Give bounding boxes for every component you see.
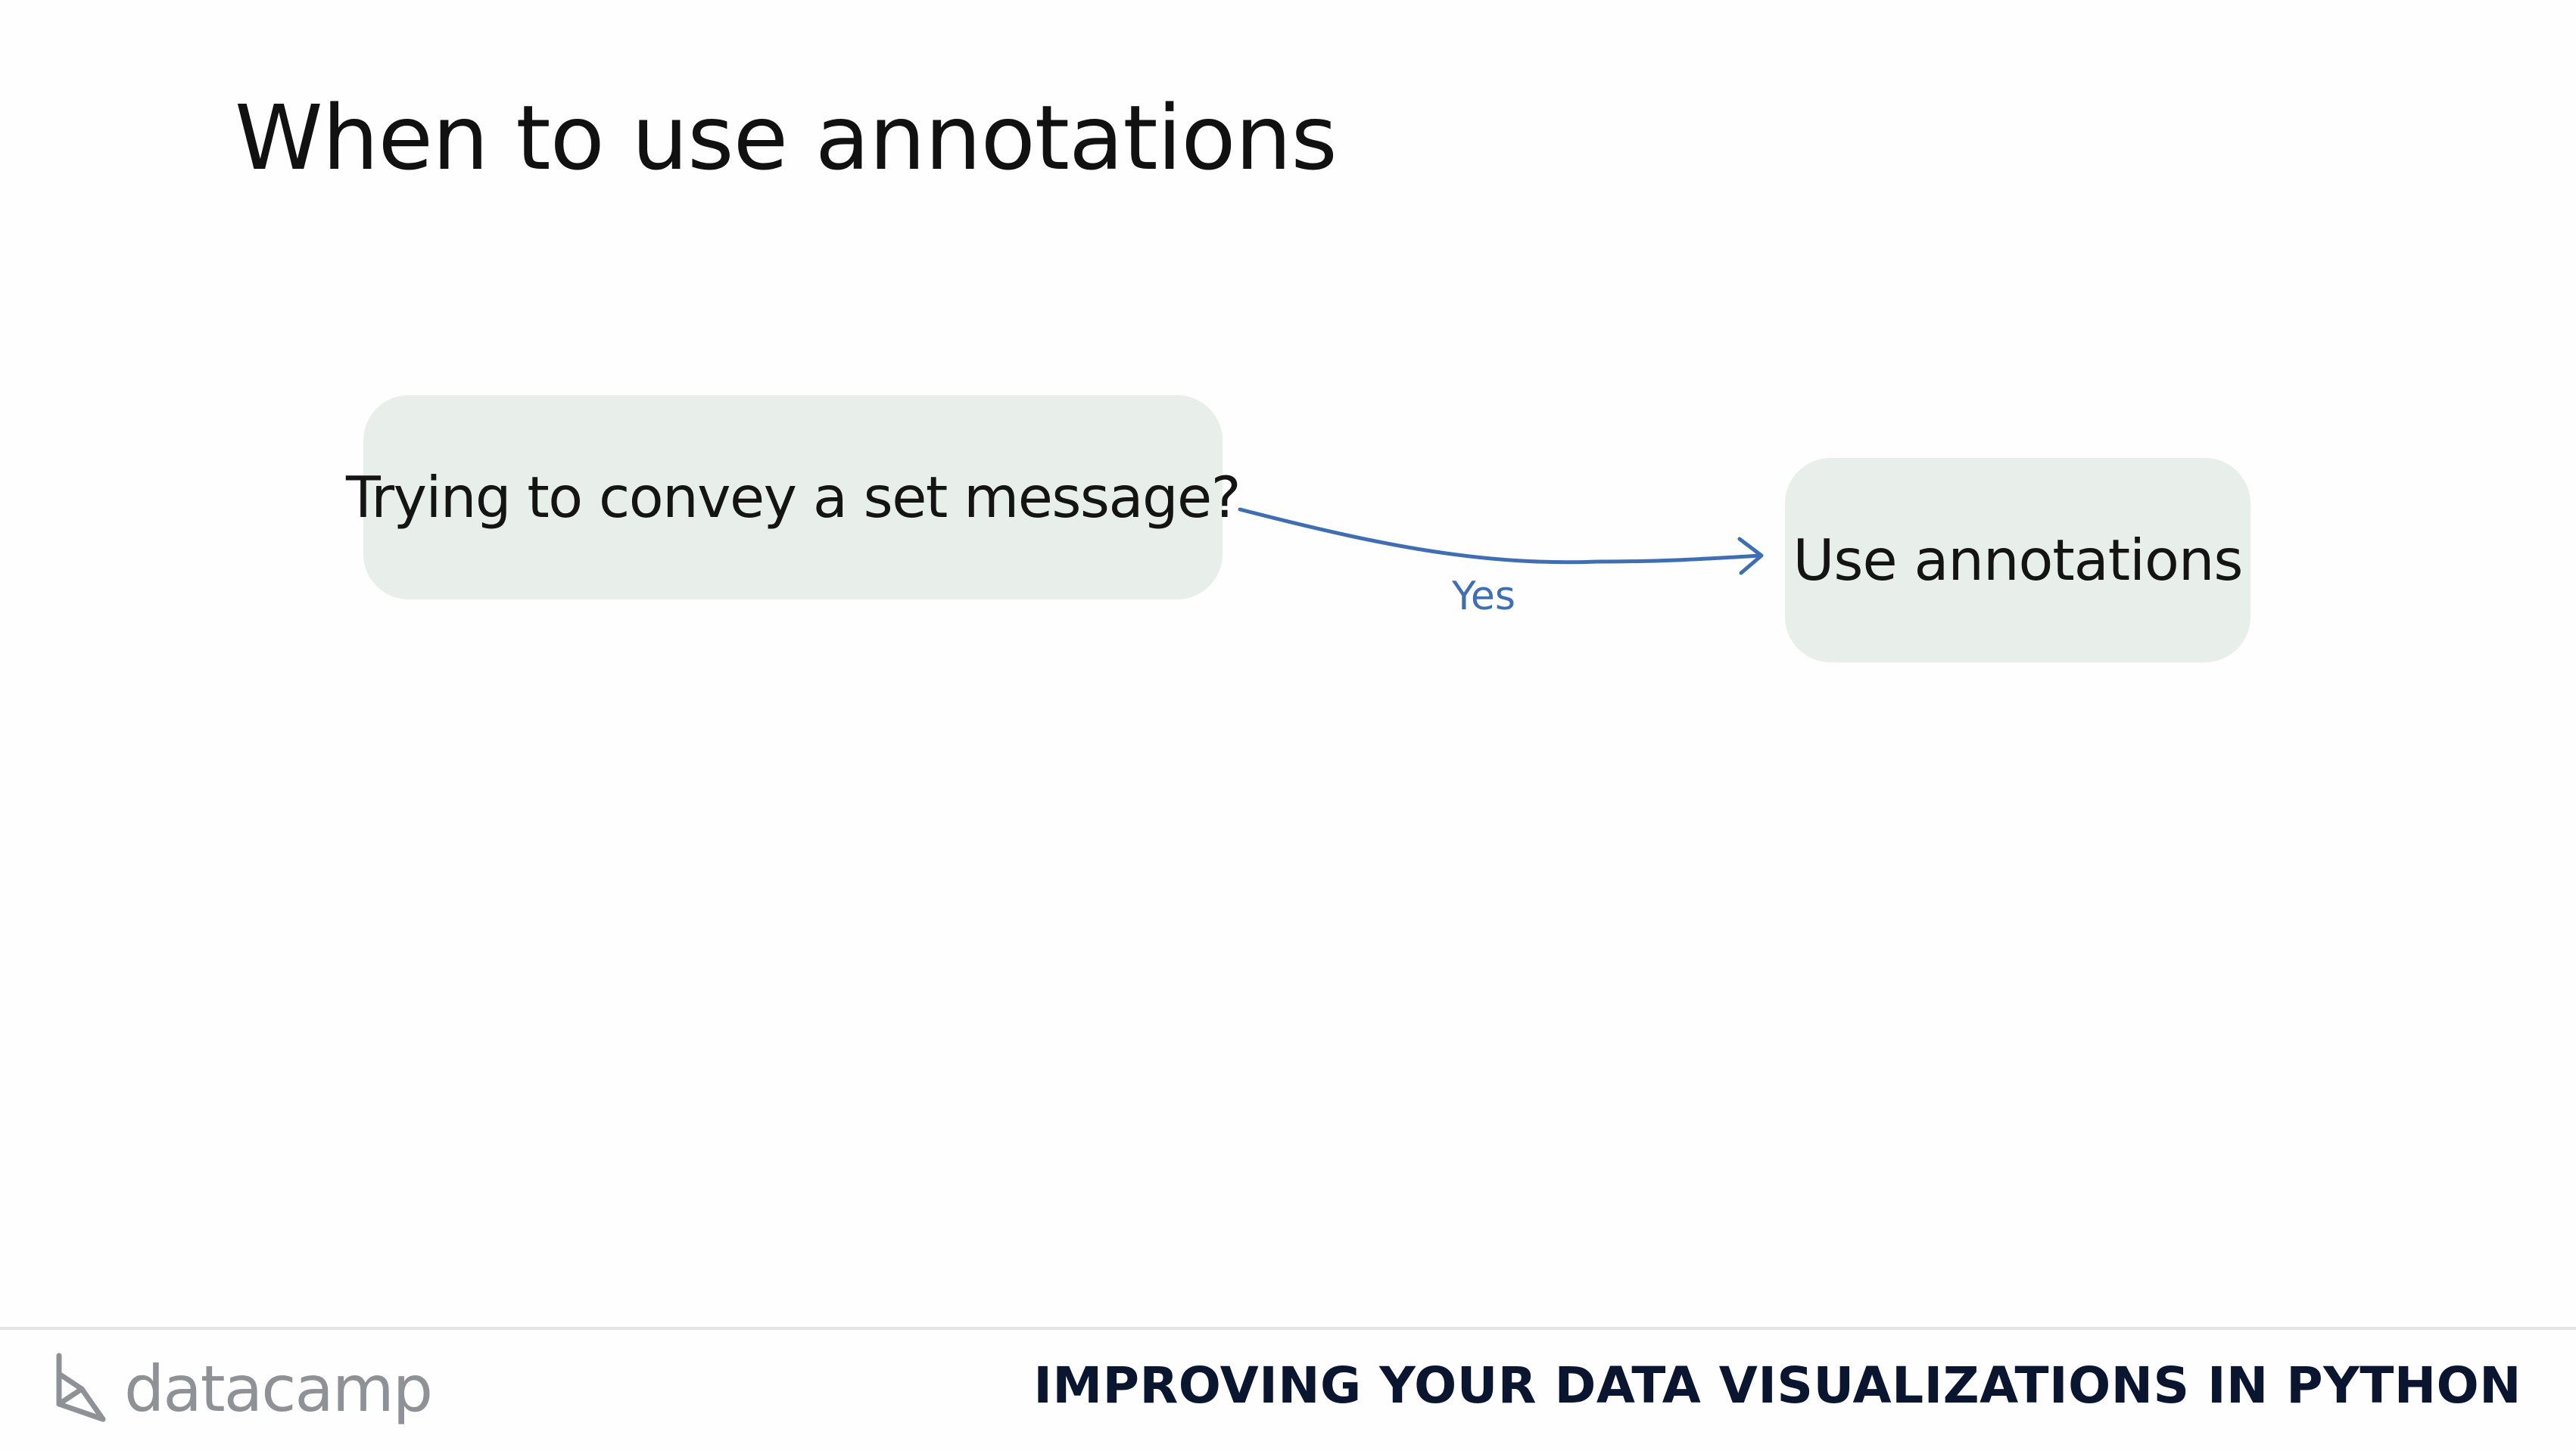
datacamp-logo-icon [53, 1350, 114, 1428]
arrow-path [1238, 507, 1762, 565]
edge-label-yes: Yes [1452, 574, 1515, 619]
footer-divider [0, 1327, 2576, 1330]
question-node: Trying to convey a set message? [346, 395, 1241, 599]
arrow-head [1737, 537, 1764, 575]
page-title: When to use annotations [235, 86, 1338, 190]
question-node-label: Trying to convey a set message? [346, 464, 1241, 531]
datacamp-logo-text: datacamp [124, 1352, 433, 1426]
course-title: IMPROVING YOUR DATA VISUALIZATIONS IN PY… [1033, 1356, 2521, 1415]
answer-node-label: Use annotations [1793, 527, 2244, 593]
datacamp-logo: datacamp [53, 1347, 433, 1431]
answer-node: Use annotations [1785, 458, 2250, 662]
